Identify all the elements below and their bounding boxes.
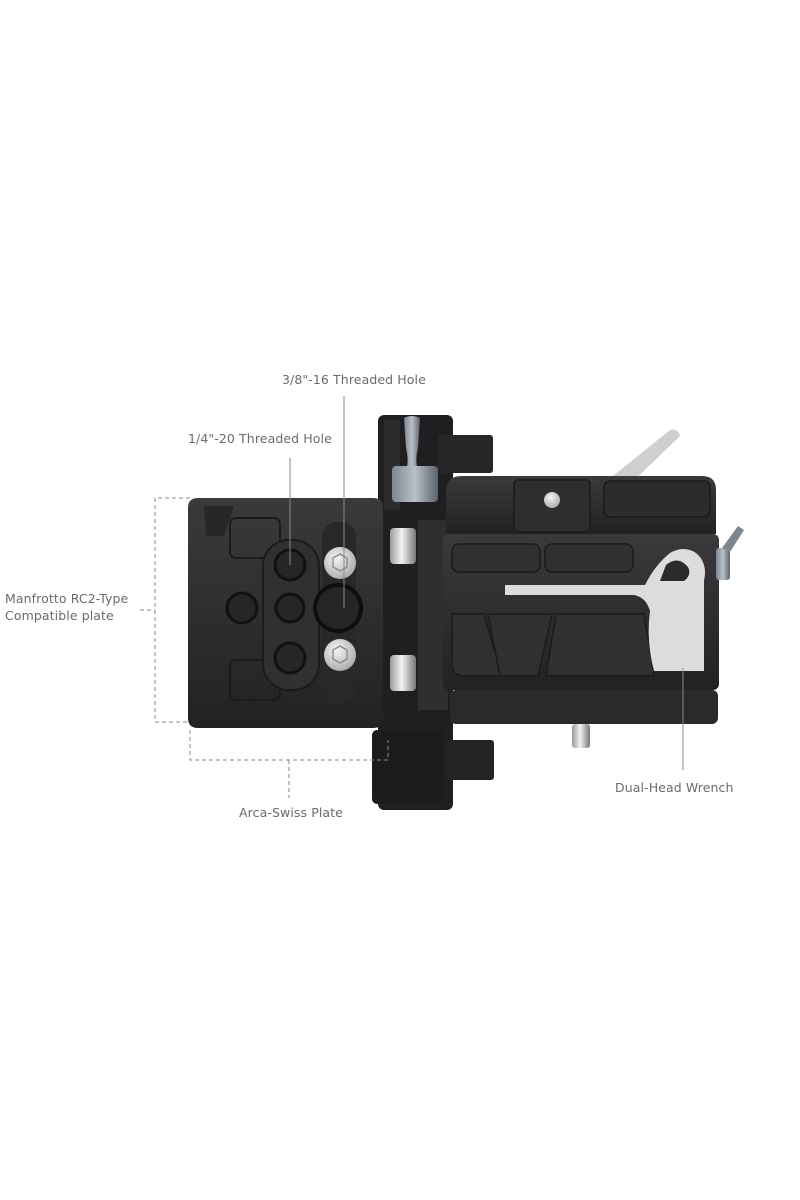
hex-screw-bottom: [324, 639, 356, 671]
dual-head-wrench: [505, 549, 705, 671]
bracket-arca: [189, 730, 389, 798]
label-1-4-threaded-hole: 1/4"-20 Threaded Hole: [188, 431, 332, 446]
quick-release-plate: [188, 498, 383, 728]
side-knob-top: [438, 435, 493, 473]
hole-3-8: [313, 583, 363, 633]
bracket-rc2: [140, 497, 190, 723]
label-manfrotto-line2: Compatible plate: [5, 608, 114, 623]
main-body: [443, 429, 744, 748]
leader-lines: [140, 396, 684, 798]
clamp-knob-top: [392, 466, 438, 502]
hex-screw-top: [324, 547, 356, 579]
label-dual-head-wrench: Dual-Head Wrench: [615, 780, 734, 795]
clamp-knob-bottom: [372, 730, 444, 804]
label-arca-swiss-plate: Arca-Swiss Plate: [239, 805, 343, 820]
label-manfrotto-line1: Manfrotto RC2-Type: [5, 591, 129, 606]
label-3-8-threaded-hole: 3/8"-16 Threaded Hole: [282, 372, 426, 387]
